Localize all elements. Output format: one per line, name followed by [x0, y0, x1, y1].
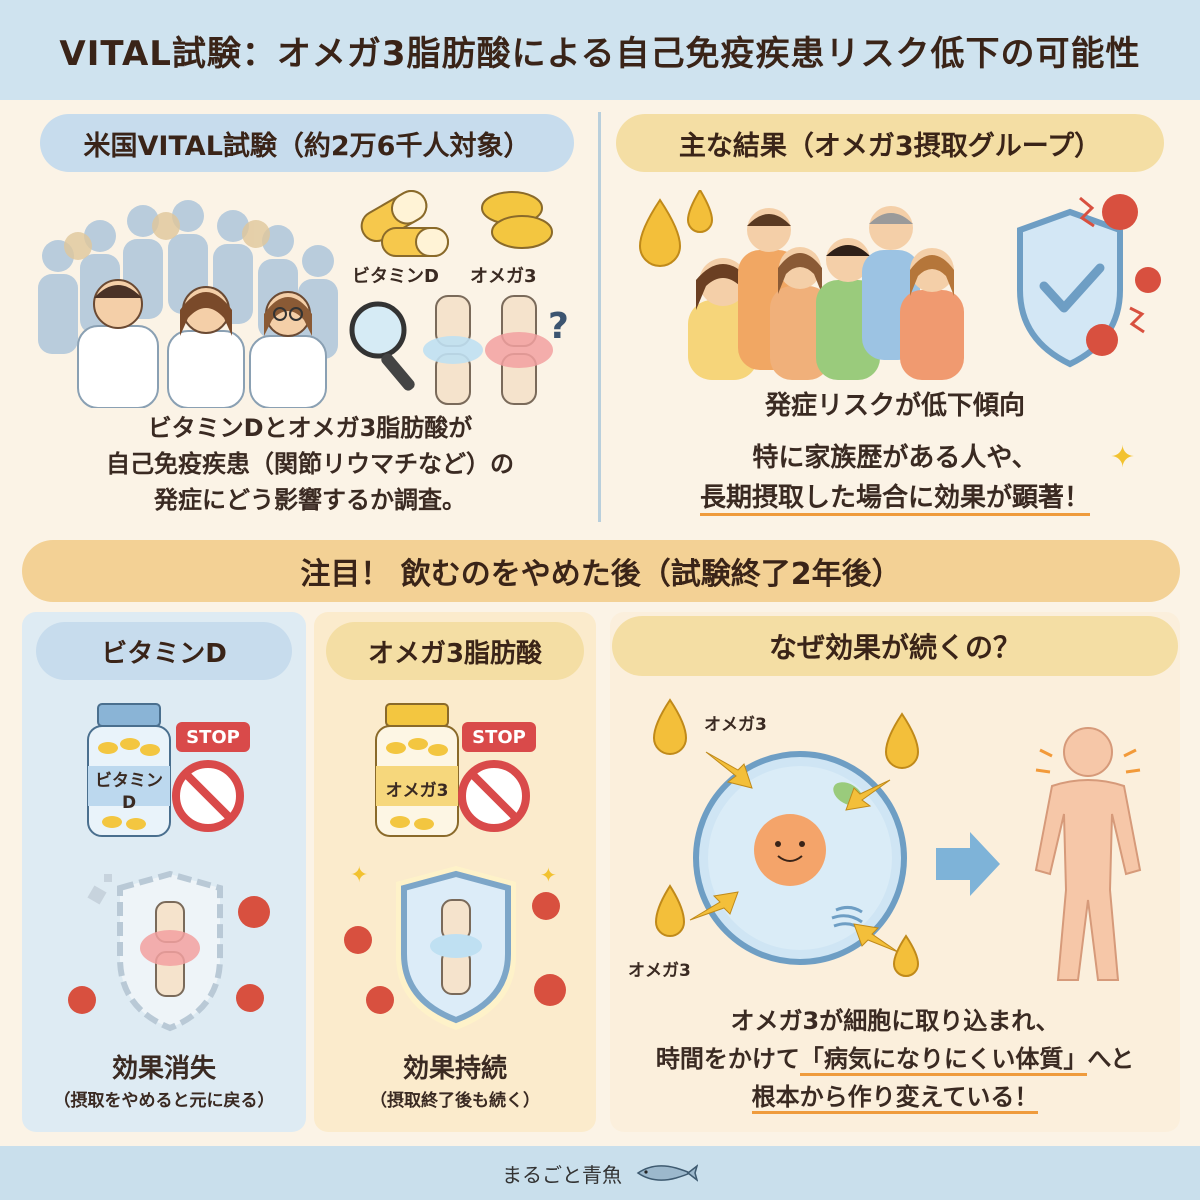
vitamin-d-result: 効果消失 — [111, 1054, 216, 1084]
why-explanation-highlight: 「病気になりにくい体質」 — [799, 1045, 1088, 1076]
omega3-label: オメガ3 — [470, 266, 537, 287]
broken-shield-joint-illustration — [68, 870, 270, 1032]
sparkle-icon: ✦ — [1110, 440, 1136, 475]
why-explanation-pre: 時間をかけて — [655, 1045, 800, 1073]
stop-sign-label: STOP — [462, 722, 536, 752]
omega3-note: （摂取終了後も続く） — [370, 1091, 540, 1111]
footer: まるごと青魚 — [0, 1146, 1200, 1200]
why-explanation: オメガ3が細胞に取り込まれ、 時間をかけて「病気になりにくい体質」へと 根本から… — [614, 1002, 1176, 1116]
vertical-divider — [598, 112, 601, 522]
why-explanation-line: 根本から作り変えている！ — [751, 1083, 1039, 1114]
omega3-result: 効果持続 — [402, 1054, 507, 1084]
prohibited-icon — [458, 760, 530, 832]
fish-icon — [636, 1164, 698, 1182]
why-heading: なぜ効果が続くの？ — [612, 616, 1178, 676]
crowd-and-researchers-illustration — [38, 200, 338, 408]
omega3-drop-label-top: オメガ3 — [704, 715, 767, 735]
after-stopping-heading: 注目！ 飲むのをやめた後（試験終了2年後） — [22, 540, 1180, 602]
stop-sign-label: STOP — [176, 722, 250, 752]
study-description-line: 発症にどう影響するか調査。 — [154, 486, 466, 514]
svg-text:✦: ✦ — [350, 863, 368, 888]
cell-and-body-illustration — [652, 698, 1142, 981]
question-mark: ? — [548, 306, 569, 347]
omega3-heading: オメガ3脂肪酸 — [326, 622, 584, 680]
vital-study-heading: 米国VITAL試験（約2万6千人対象） — [40, 114, 574, 172]
study-description-line: ビタミンDとオメガ3脂肪酸が — [147, 414, 473, 442]
omega3-bottle-icon — [375, 703, 459, 837]
risk-reduction-text: 発症リスクが低下傾向 — [764, 391, 1025, 421]
family-with-shield-illustration — [638, 190, 1161, 380]
study-description-line: 自己免疫疾患（関節リウマチなど）の — [106, 450, 514, 478]
title-banner: VITAL試験：オメガ3脂肪酸による自己免疫疾患リスク低下の可能性 — [0, 0, 1200, 100]
notable-effect-text: 特に家族歴がある人や、 長期摂取した場合に効果が顕著！ — [620, 438, 1170, 518]
vitamin-d-bottle-icon — [87, 703, 171, 837]
page-title: VITAL試験：オメガ3脂肪酸による自己免疫疾患リスク低下の可能性 — [59, 33, 1141, 74]
supplements-and-joints-illustration — [349, 190, 553, 405]
brand-name: まるごと青魚 — [502, 1162, 622, 1187]
main-results-heading: 主な結果（オメガ3摂取グループ） — [616, 114, 1164, 172]
vitamin-d-box — [22, 612, 306, 1132]
vitamin-d-heading: ビタミンD — [36, 622, 292, 680]
notable-effect-line: 特に家族歴がある人や、 — [752, 443, 1038, 473]
svg-text:✦: ✦ — [540, 863, 557, 887]
vitamin-d-label: ビタミンD — [352, 266, 439, 287]
strong-shield-joint-illustration: ✦ ✦ — [344, 863, 566, 1030]
vitamin-d-bottle-label: ビタミン D — [88, 770, 170, 814]
study-description: ビタミンDとオメガ3脂肪酸が 自己免疫疾患（関節リウマチなど）の 発症にどう影響… — [40, 410, 580, 518]
notable-effect-line: 長期摂取した場合に効果が顕著！ — [699, 483, 1090, 516]
why-explanation-post: へと — [1087, 1045, 1135, 1073]
bottle-label-line: ビタミン — [95, 771, 163, 791]
omega3-bottle-label: オメガ3 — [385, 781, 449, 801]
prohibited-icon — [172, 760, 244, 832]
bottle-label-line: D — [121, 793, 137, 813]
vitamin-d-note: （摂取をやめると元に戻る） — [53, 1091, 275, 1111]
omega3-drop-label-bottom: オメガ3 — [628, 961, 691, 981]
why-explanation-line: オメガ3が細胞に取り込まれ、 — [730, 1007, 1060, 1035]
